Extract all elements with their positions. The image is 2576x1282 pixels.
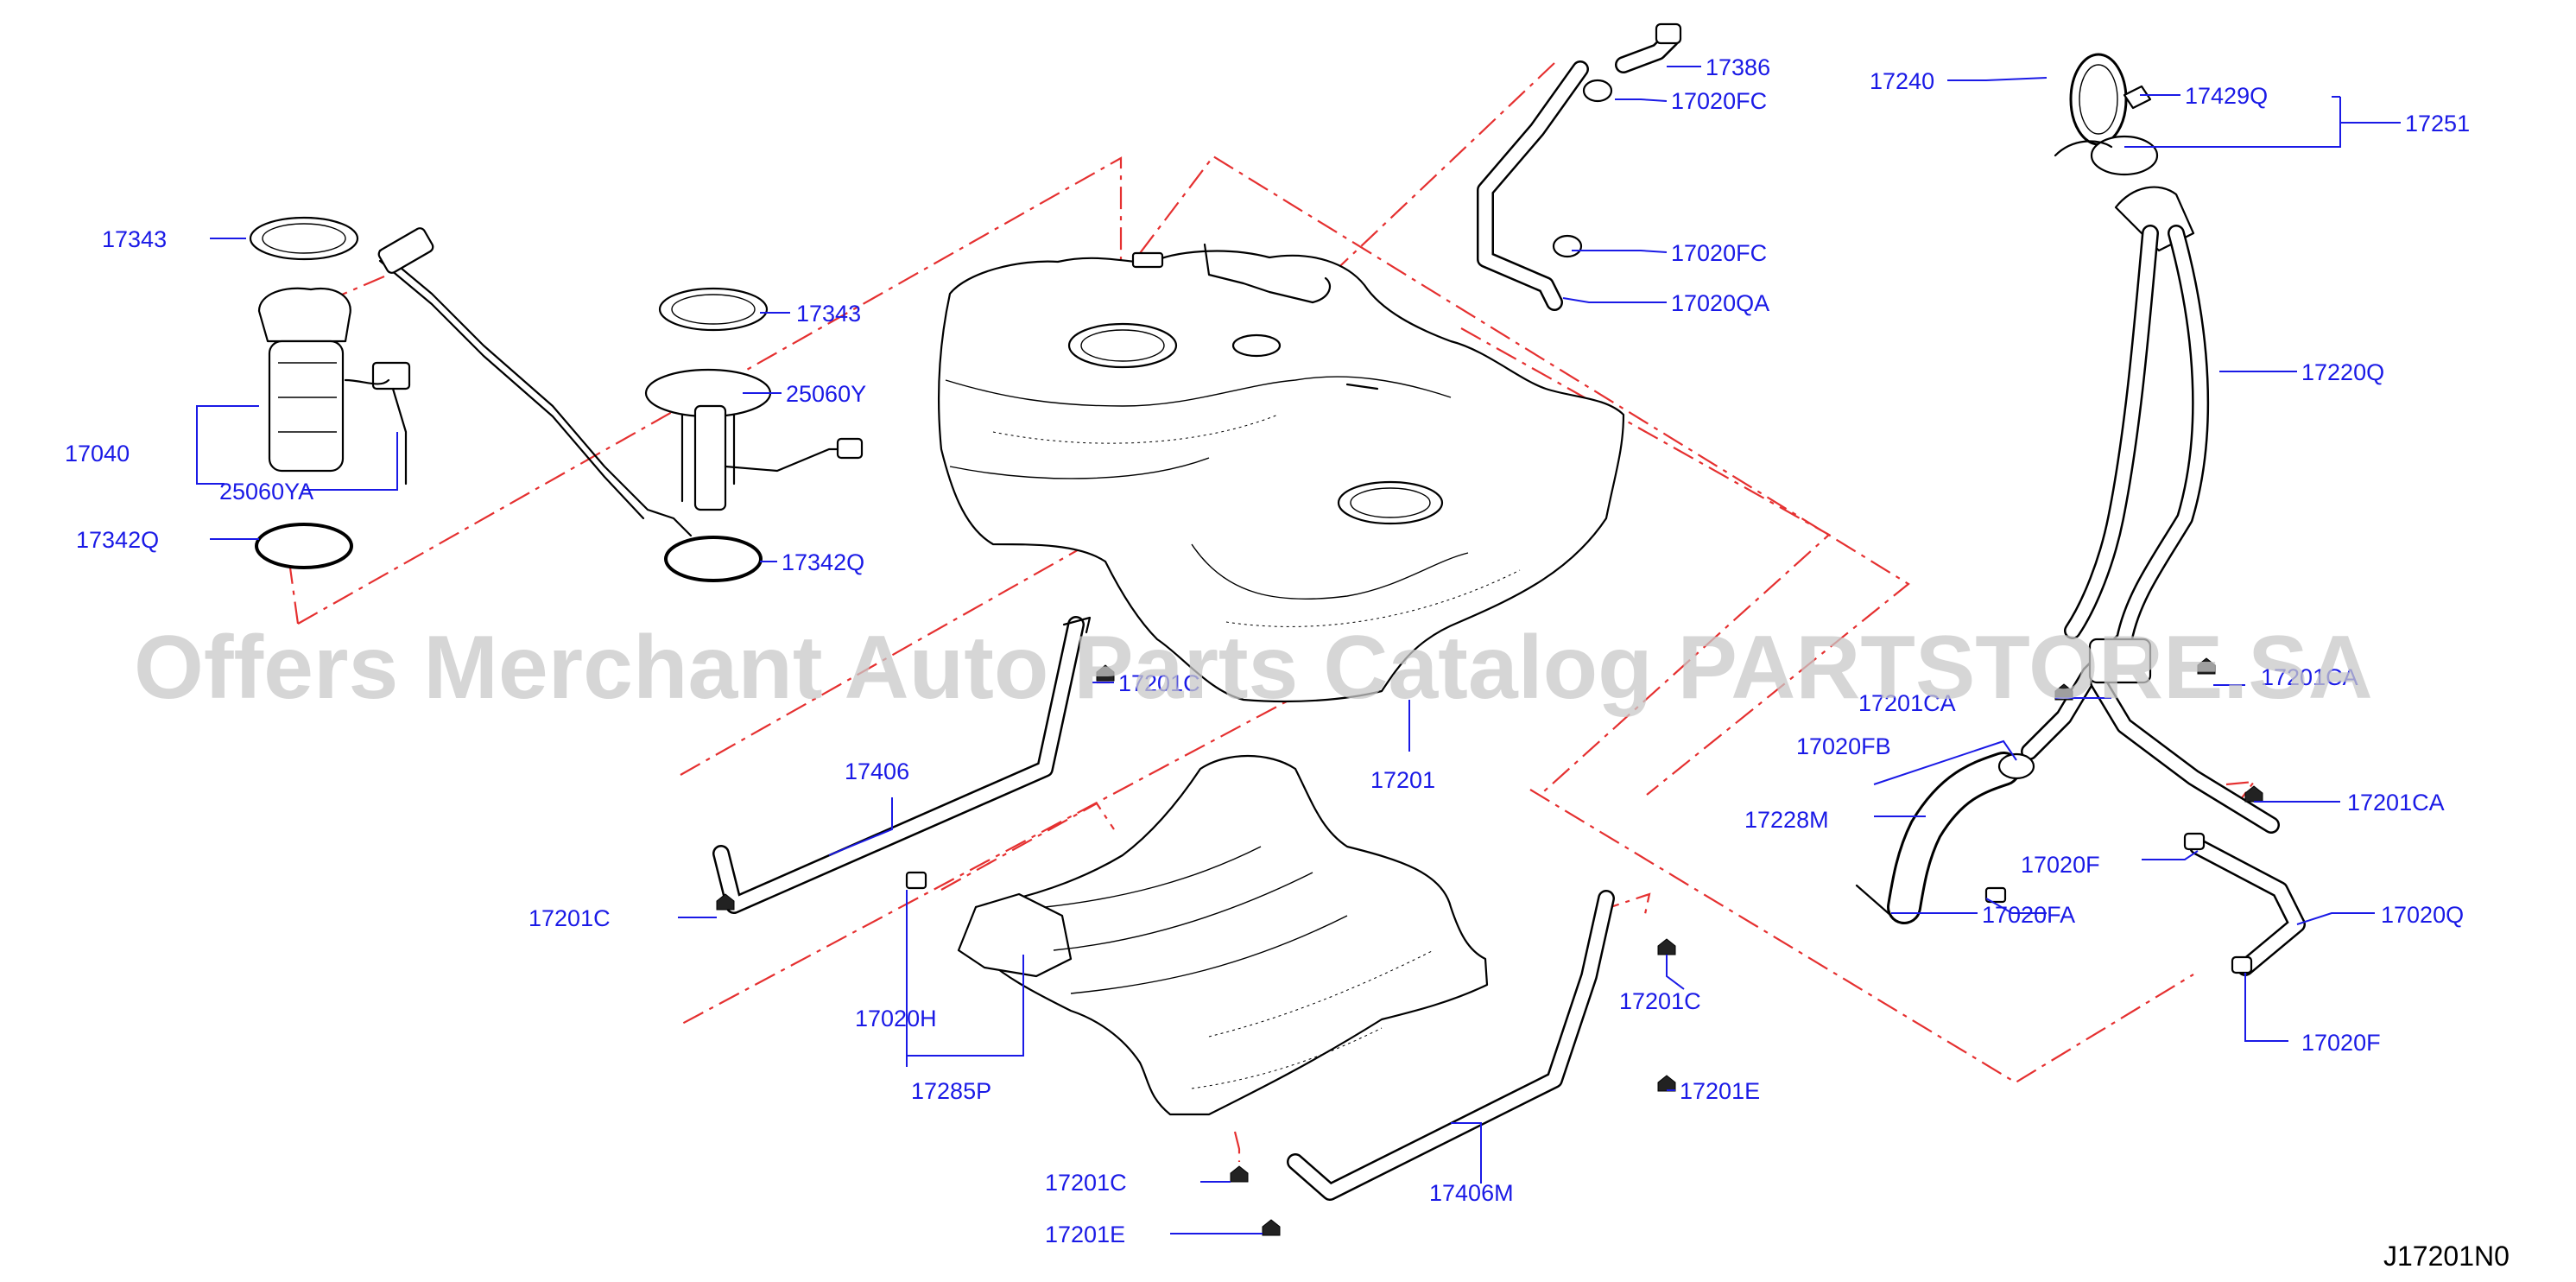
label-17020fa: 17020FA (1982, 902, 2075, 928)
label-17228m: 17228M (1744, 807, 1829, 833)
filler-neck (2021, 186, 2280, 834)
label-17201e-bottom: 17201E (1045, 1222, 1125, 1247)
label-17201c-bottom: 17201C (1045, 1170, 1127, 1196)
label-17386: 17386 (1706, 54, 1770, 80)
filler-cap-parts (2054, 53, 2159, 176)
label-17429q: 17429Q (2185, 83, 2268, 109)
label-17201ca-right: 17201CA (2347, 790, 2445, 816)
label-17201ca-upper-left: 17201CA (1858, 690, 1956, 716)
label-17240: 17240 (1870, 68, 1934, 94)
label-17201e-right: 17201E (1680, 1078, 1760, 1104)
label-17040: 17040 (65, 441, 130, 466)
label-25060y: 25060Y (786, 381, 866, 407)
label-17201ca-upper-right: 17201CA (2261, 664, 2358, 690)
label-17020qa: 17020QA (1671, 290, 1769, 316)
vent-hose (1477, 22, 1682, 311)
label-17201c-strap-top: 17201C (1118, 670, 1200, 696)
label-17220q: 17220Q (2301, 359, 2384, 385)
fuel-pump-assembly-left (249, 216, 693, 537)
label-17406m: 17406M (1429, 1180, 1514, 1206)
label-17343-left: 17343 (102, 226, 167, 252)
label-17020q: 17020Q (2381, 902, 2464, 928)
fuel-sender-right (644, 287, 864, 511)
heat-shield (957, 754, 1489, 1116)
diagram-code: J17201N0 (2383, 1241, 2510, 1272)
part-labels: 17343 17040 25060YA 17342Q 17343 25060Y … (65, 54, 2470, 1247)
label-17020fc-mid: 17020FC (1671, 240, 1767, 266)
label-17342q-left: 17342Q (76, 527, 159, 553)
return-hose (2183, 832, 2306, 976)
label-17285p: 17285P (911, 1078, 991, 1104)
label-17343-right: 17343 (796, 301, 861, 327)
label-17020h: 17020H (855, 1006, 937, 1031)
label-17251: 17251 (2405, 111, 2470, 136)
label-17020fc-top: 17020FC (1671, 88, 1767, 114)
label-17201c-right: 17201C (1619, 988, 1701, 1014)
o-ring-17342q-left (255, 523, 353, 569)
label-17201c-left: 17201C (528, 905, 611, 931)
label-25060ya: 25060YA (219, 479, 313, 505)
label-17020fb: 17020FB (1796, 733, 1891, 759)
label-17342q-right: 17342Q (782, 549, 864, 575)
strap-17406m (1287, 890, 1615, 1201)
label-17406: 17406 (845, 758, 909, 784)
label-17020f-mid: 17020F (2021, 852, 2100, 878)
watermark: Offers Merchant Auto Parts Catalog PARTS… (134, 618, 2373, 718)
fasteners (716, 657, 2263, 1236)
o-ring-17342q-right (664, 536, 763, 582)
leader-lines (196, 66, 2401, 1234)
filler-hose (1855, 752, 2035, 924)
fuel-tank (937, 243, 1625, 703)
label-17020f-bottom: 17020F (2301, 1030, 2381, 1056)
label-17201: 17201 (1370, 767, 1435, 793)
strap-17406 (712, 616, 1092, 914)
